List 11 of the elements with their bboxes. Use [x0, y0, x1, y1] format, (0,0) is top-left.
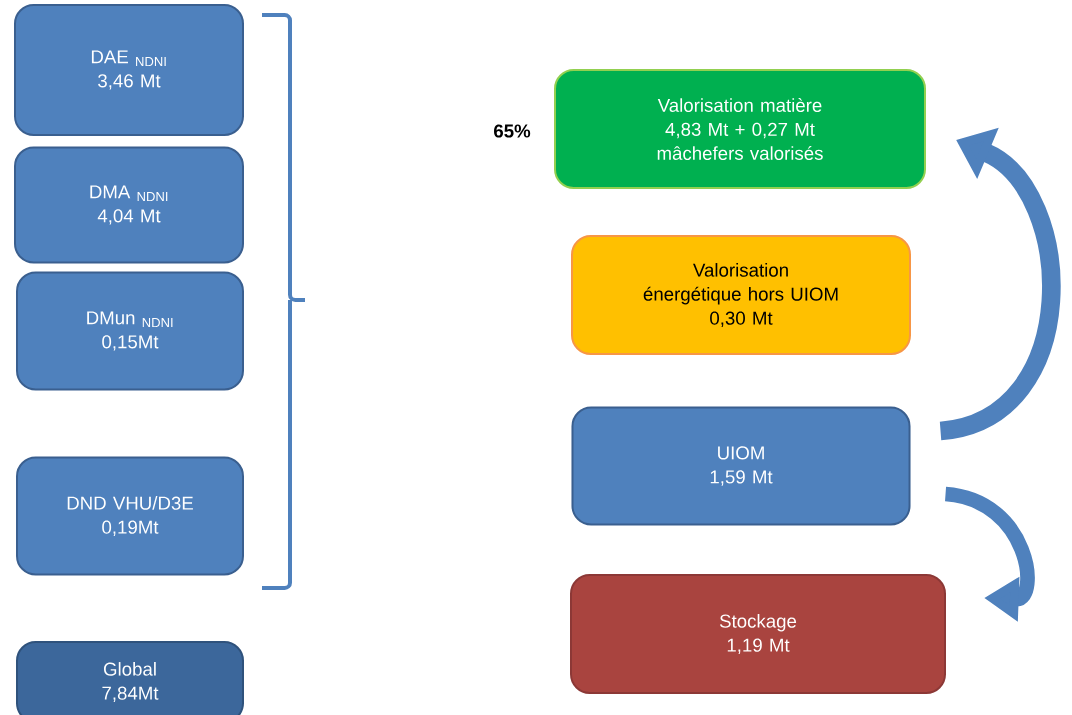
percentage-label: 65%	[494, 124, 531, 138]
process-box: DMA $_{NDNI}$ 4,04 Mt	[14, 146, 244, 264]
curved-arrow	[944, 486, 1035, 622]
process-box: DAE $_{NDNI}$ 3,46 Mt	[14, 4, 244, 136]
process-box: Valorisation énergétique hors UIOM 0,30 Mt	[571, 235, 911, 355]
process-box: Global 7,84Mt	[16, 641, 244, 715]
process-box: Stockage 1,19 Mt	[570, 574, 946, 694]
process-box: Valorisation matière 4,83 Mt + 0,27 Mt mâchefers valorisés	[554, 69, 926, 189]
process-box: DMun $_{NDNI}$ 0,15Mt	[16, 271, 244, 391]
process-box: UIOM 1,59 Mt	[571, 406, 911, 526]
process-box: DND VHU/D3E 0,19Mt	[16, 456, 244, 576]
